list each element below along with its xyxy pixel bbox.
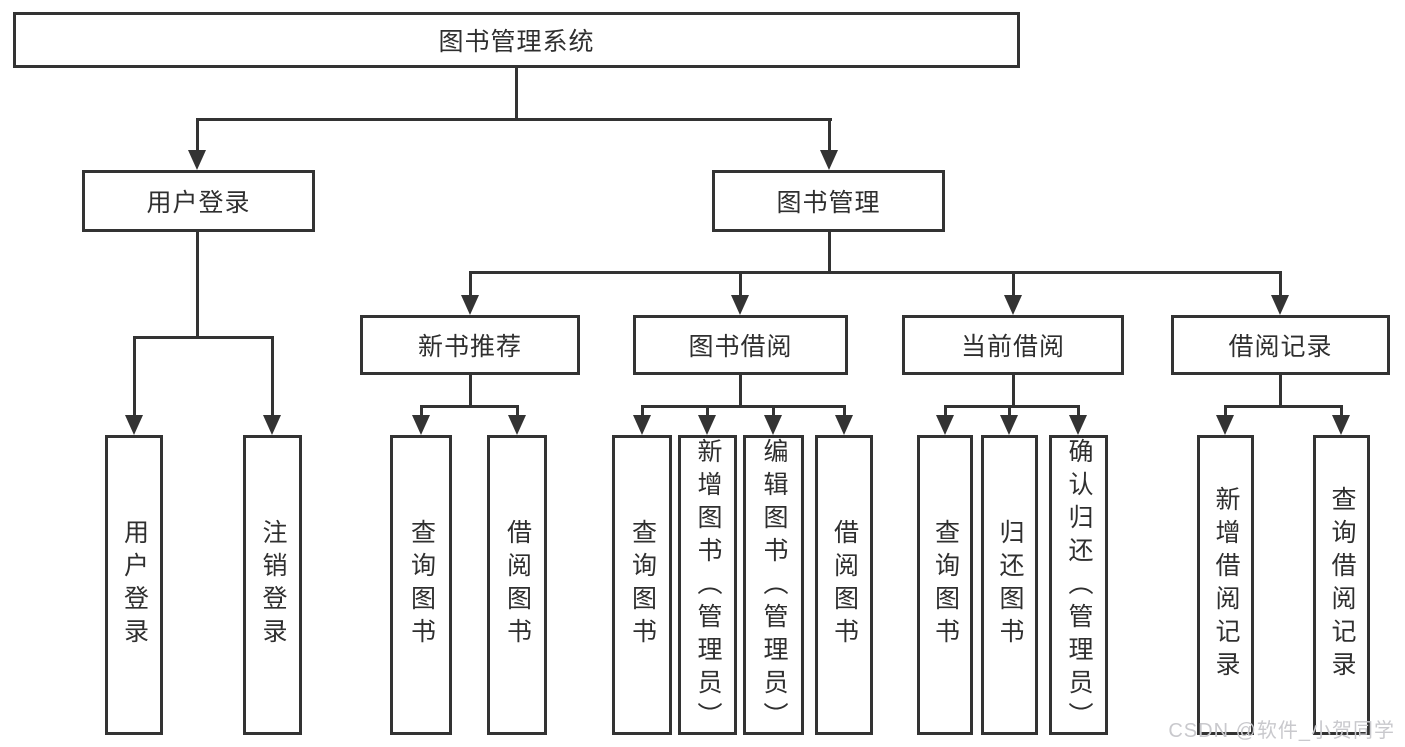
connector-drop-leaf: [706, 405, 709, 417]
connector-drop-leaf: [772, 405, 775, 417]
arrow-down-icon: [633, 415, 651, 435]
watermark: CSDN @软件_小贺同学: [1168, 720, 1395, 742]
arrow-down-icon: [412, 415, 430, 435]
connector-current-borrowing-stem: [1012, 375, 1015, 405]
arrow-down-icon: [764, 415, 782, 435]
connector-drop-leaf: [1340, 405, 1343, 417]
arrow-down-icon: [1216, 415, 1234, 435]
connector-drop-level3: [1012, 271, 1015, 298]
node-root: 图书管理系统: [13, 12, 1020, 68]
arrow-down-icon: [835, 415, 853, 435]
connector-user-login-bar: [133, 336, 273, 339]
connector-drop-leaf: [1224, 405, 1227, 417]
connector-root-bar: [196, 118, 832, 121]
connector-drop-book-management: [828, 118, 831, 153]
leaf-borrow-books-recommend: 借阅图书: [487, 435, 547, 735]
connector-drop-leaf: [420, 405, 423, 417]
connector-drop-leaf: [516, 405, 519, 417]
arrow-down-icon: [1271, 295, 1289, 315]
connector-book-management-stem: [828, 232, 831, 271]
leaf-query-books-current: 查询图书: [917, 435, 973, 735]
leaf-edit-book-admin: 编辑图书（管理员）: [743, 435, 804, 735]
arrow-down-icon: [1332, 415, 1350, 435]
connector-drop-leaf: [641, 405, 644, 417]
connector-drop-leaf: [944, 405, 947, 417]
arrow-down-icon: [820, 150, 838, 170]
leaf-query-books-recommend: 查询图书: [390, 435, 452, 735]
connector-book-borrowing-stem: [739, 375, 742, 405]
node-current-borrowing: 当前借阅: [902, 315, 1124, 375]
leaf-logout: 注销登录: [243, 435, 302, 735]
connector-drop-leaf: [1077, 405, 1080, 417]
connector-drop-leaf: [843, 405, 846, 417]
connector-new-book-bar: [420, 405, 519, 408]
leaf-query-books-borrowing: 查询图书: [612, 435, 672, 735]
node-new-book-recommend: 新书推荐: [360, 315, 580, 375]
connector-new-book-stem: [469, 375, 472, 405]
arrow-down-icon: [461, 295, 479, 315]
connector-drop-leaf: [133, 336, 136, 418]
arrow-down-icon: [188, 150, 206, 170]
leaf-confirm-return-admin: 确认归还（管理员）: [1049, 435, 1108, 735]
node-book-borrowing: 图书借阅: [633, 315, 848, 375]
connector-book-borrowing-bar: [641, 405, 846, 408]
node-borrowing-records: 借阅记录: [1171, 315, 1390, 375]
arrow-down-icon: [731, 295, 749, 315]
arrow-down-icon: [698, 415, 716, 435]
connector-drop-leaf: [1008, 405, 1011, 417]
connector-drop-level3: [1279, 271, 1282, 298]
leaf-add-book-admin: 新增图书（管理员）: [678, 435, 737, 735]
leaf-return-books: 归还图书: [981, 435, 1038, 735]
arrow-down-icon: [1069, 415, 1087, 435]
connector-current-borrowing-bar: [944, 405, 1080, 408]
connector-user-login-stem: [196, 232, 199, 336]
connector-root-stem: [515, 68, 518, 118]
arrow-down-icon: [1004, 295, 1022, 315]
arrow-down-icon: [936, 415, 954, 435]
node-book-management: 图书管理: [712, 170, 945, 232]
connector-drop-level3: [739, 271, 742, 298]
connector-borrowing-records-stem: [1279, 375, 1282, 405]
connector-borrowing-records-bar: [1224, 405, 1343, 408]
arrow-down-icon: [508, 415, 526, 435]
node-user-login: 用户登录: [82, 170, 315, 232]
connector-book-management-bar: [469, 271, 1282, 274]
connector-drop-leaf: [271, 336, 274, 418]
leaf-add-borrow-record: 新增借阅记录: [1197, 435, 1254, 735]
leaf-query-borrow-record: 查询借阅记录: [1313, 435, 1370, 735]
arrow-down-icon: [1000, 415, 1018, 435]
connector-drop-user-login: [196, 118, 199, 153]
connector-drop-level3: [469, 271, 472, 298]
arrow-down-icon: [263, 415, 281, 435]
leaf-user-login: 用户登录: [105, 435, 163, 735]
arrow-down-icon: [125, 415, 143, 435]
leaf-borrow-books-borrowing: 借阅图书: [815, 435, 873, 735]
